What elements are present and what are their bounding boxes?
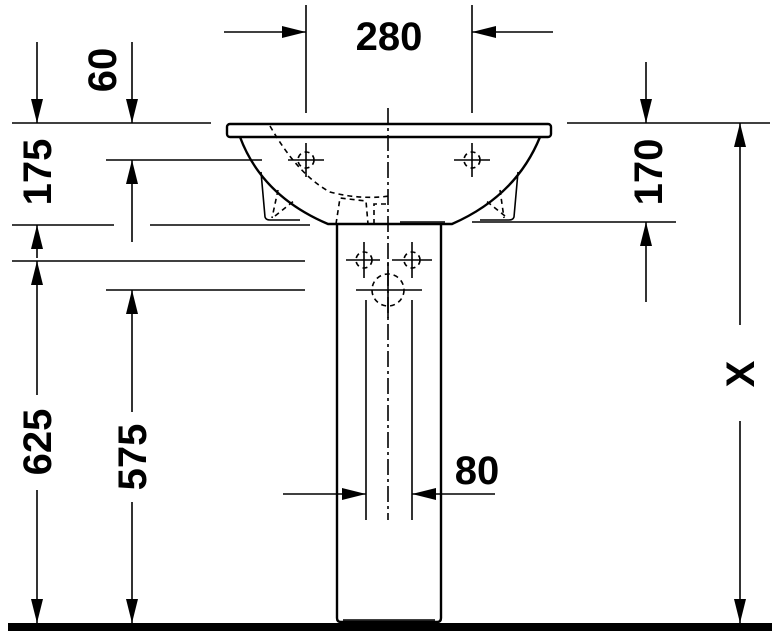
svg-text:280: 280: [356, 15, 423, 59]
pedestal-outline: [335, 224, 443, 624]
svg-text:170: 170: [627, 139, 671, 206]
tap-hole-left-symbol: [288, 143, 324, 177]
svg-text:X: X: [719, 360, 763, 387]
svg-text:575: 575: [111, 424, 155, 491]
dimension-175: 175: [16, 139, 138, 258]
floor-line: [8, 623, 772, 631]
svg-text:175: 175: [16, 139, 60, 206]
svg-text:625: 625: [16, 409, 60, 476]
right-extension-lines: [472, 122, 770, 223]
basin-outline: [225, 122, 553, 226]
svg-text:80: 80: [455, 449, 500, 493]
dimension-575: 575: [111, 290, 155, 623]
svg-text:60: 60: [81, 48, 125, 93]
dimension-80: 80: [283, 300, 499, 520]
dimension-170: 170: [627, 62, 671, 302]
supply-symbol-left: [346, 242, 380, 278]
dimension-280: 280: [224, 5, 553, 113]
tap-hole-right-symbol: [454, 143, 490, 177]
dimension-60: 60: [31, 42, 138, 123]
dimension-625: 625: [16, 261, 60, 623]
left-extension-lines: [12, 122, 310, 291]
supply-symbol-right: [392, 242, 432, 278]
dimension-x: X: [719, 123, 763, 623]
